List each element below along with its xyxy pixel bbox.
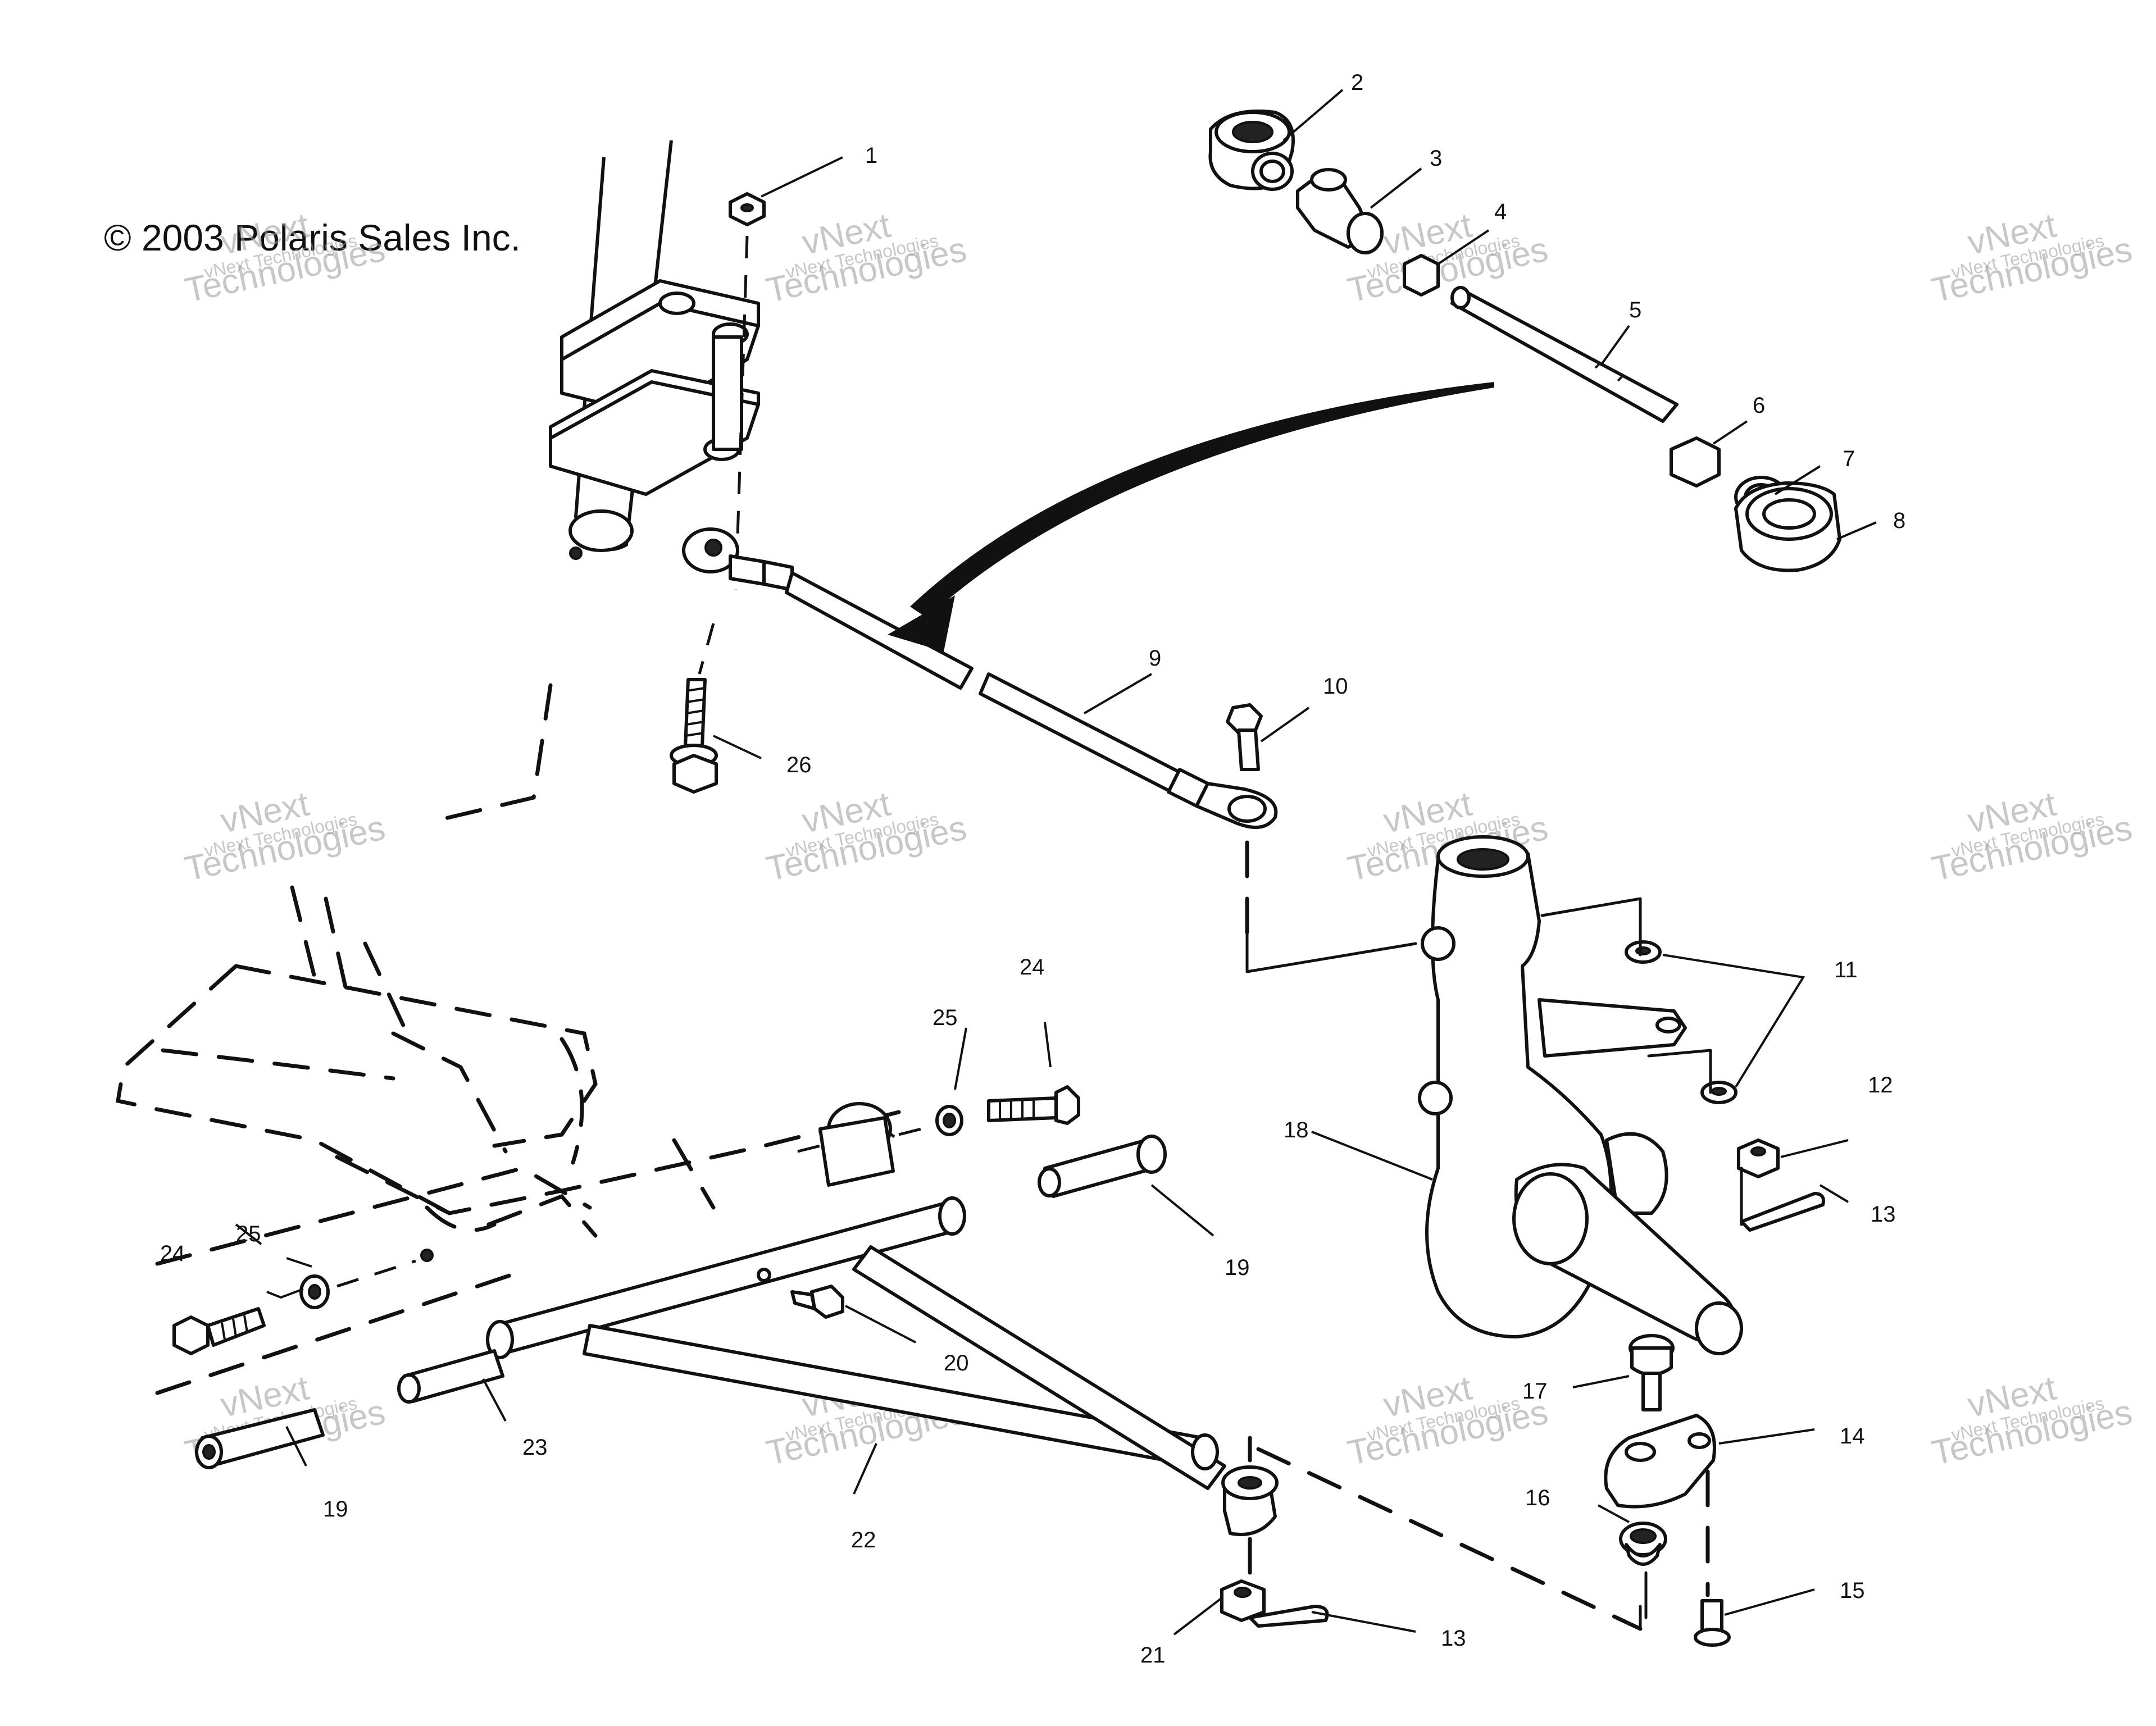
pivot-tube-19-lower xyxy=(195,1408,325,1469)
assembly-line xyxy=(1256,1447,1643,1631)
callout-19-upper: 19 xyxy=(1225,1255,1250,1280)
callout-8: 8 xyxy=(1893,508,1905,533)
plate-14 xyxy=(1604,1414,1716,1509)
castle-nut-12 xyxy=(1737,1138,1780,1178)
callout-25-lower: 25 xyxy=(236,1222,261,1246)
watermark: vNext Technologies vNext Technologies xyxy=(1928,206,2135,311)
grease-fitting-20 xyxy=(790,1285,844,1319)
assembly-line xyxy=(1647,1049,1712,1094)
callout-11: 11 xyxy=(1834,958,1858,982)
bolt-26 xyxy=(670,678,718,794)
frame-bracket xyxy=(818,1102,895,1187)
assembly-line xyxy=(336,1259,416,1288)
castle-nut-21 xyxy=(1220,1579,1266,1622)
callout-6: 6 xyxy=(1753,393,1765,418)
bolt-24-lower xyxy=(172,1307,266,1355)
frame-hole xyxy=(420,1249,434,1262)
leader-lines xyxy=(235,89,1877,1636)
watermark: vNext Technologies vNext Technologies xyxy=(181,785,388,889)
bushing-23 xyxy=(397,1349,504,1404)
callout-20: 20 xyxy=(944,1351,969,1376)
shaft-5 xyxy=(1450,286,1679,423)
washer-25-lower xyxy=(299,1274,330,1309)
steering-bracket xyxy=(549,279,760,496)
watermark: vNext Technologies vNext Technologies xyxy=(1928,1369,2135,1473)
callout-19-lower: 19 xyxy=(323,1497,348,1522)
cotter-pin-13-upper xyxy=(1740,1167,1825,1232)
washer-11-upper xyxy=(1625,940,1662,964)
watermark: vNext Technologies vNext Technologies xyxy=(763,785,970,889)
callout-21: 21 xyxy=(1140,1643,1166,1668)
watermarks: vNext Technologies vNext Technologies vN… xyxy=(181,206,2135,1473)
callout-16: 16 xyxy=(1525,1486,1550,1510)
collar-3 xyxy=(1296,168,1384,254)
callout-26: 26 xyxy=(786,753,812,777)
callout-23: 23 xyxy=(522,1435,548,1460)
callout-14: 14 xyxy=(1840,1424,1865,1449)
bolt-10 xyxy=(1226,703,1263,771)
callout-7: 7 xyxy=(1843,447,1855,471)
nut-4 xyxy=(1403,254,1440,297)
callout-labels: 1 2 3 4 5 6 7 8 9 10 11 12 13 13 14 15 1… xyxy=(160,70,1905,1668)
assembly-line xyxy=(698,623,715,675)
nut-1 xyxy=(729,192,766,226)
callout-18: 18 xyxy=(1284,1118,1309,1142)
washer-25-upper xyxy=(935,1105,963,1136)
callout-13-lower: 13 xyxy=(1441,1626,1466,1651)
callout-24-lower: 24 xyxy=(160,1241,185,1266)
washer-11-lower xyxy=(1700,1081,1737,1104)
callout-24-upper: 24 xyxy=(1020,955,1045,980)
callout-1: 1 xyxy=(865,143,877,168)
nut-6 xyxy=(1670,436,1721,488)
callout-12: 12 xyxy=(1868,1073,1893,1097)
callout-5: 5 xyxy=(1629,298,1641,322)
frame-outline xyxy=(115,683,901,1395)
assembly-line xyxy=(734,235,749,590)
steering-knuckle xyxy=(1418,835,1743,1355)
callout-10: 10 xyxy=(1323,674,1348,699)
tie-rod-end-upper xyxy=(682,527,794,591)
ball-joint-16 xyxy=(1619,1522,1667,1566)
watermark: vNext Technologies vNext Technologies xyxy=(1928,785,2135,889)
callout-17: 17 xyxy=(1522,1379,1548,1404)
bolt-15 xyxy=(1694,1599,1731,1647)
tie-rod xyxy=(785,571,1278,829)
callout-4: 4 xyxy=(1494,199,1507,224)
bolt-17 xyxy=(1629,1334,1675,1411)
watermark: vNext Technologies vNext Technologies xyxy=(763,206,970,311)
watermark: vNext Technologies vNext Technologies xyxy=(1344,1369,1551,1473)
callout-2: 2 xyxy=(1351,70,1363,95)
assembly-line xyxy=(898,1124,933,1136)
cotter-pin-13-lower xyxy=(1248,1605,1329,1628)
callout-13-upper: 13 xyxy=(1871,1202,1896,1227)
callout-22: 22 xyxy=(851,1528,876,1552)
callout-3: 3 xyxy=(1430,146,1442,171)
callout-15: 15 xyxy=(1840,1578,1865,1603)
bushing-housing-8 xyxy=(1734,481,1841,572)
pivot-tube-19-upper xyxy=(1038,1135,1167,1198)
callout-9: 9 xyxy=(1149,646,1161,671)
a-arm xyxy=(486,1196,1279,1536)
bolt-24-upper xyxy=(987,1085,1080,1125)
watermark: vNext Technologies vNext Technologies xyxy=(181,206,388,311)
direction-arrow xyxy=(888,382,1494,652)
callout-25-upper: 25 xyxy=(933,1005,958,1030)
copyright-notice: © 2003 Polaris Sales Inc. xyxy=(104,217,521,258)
bushing-housing-2 xyxy=(1208,110,1295,191)
